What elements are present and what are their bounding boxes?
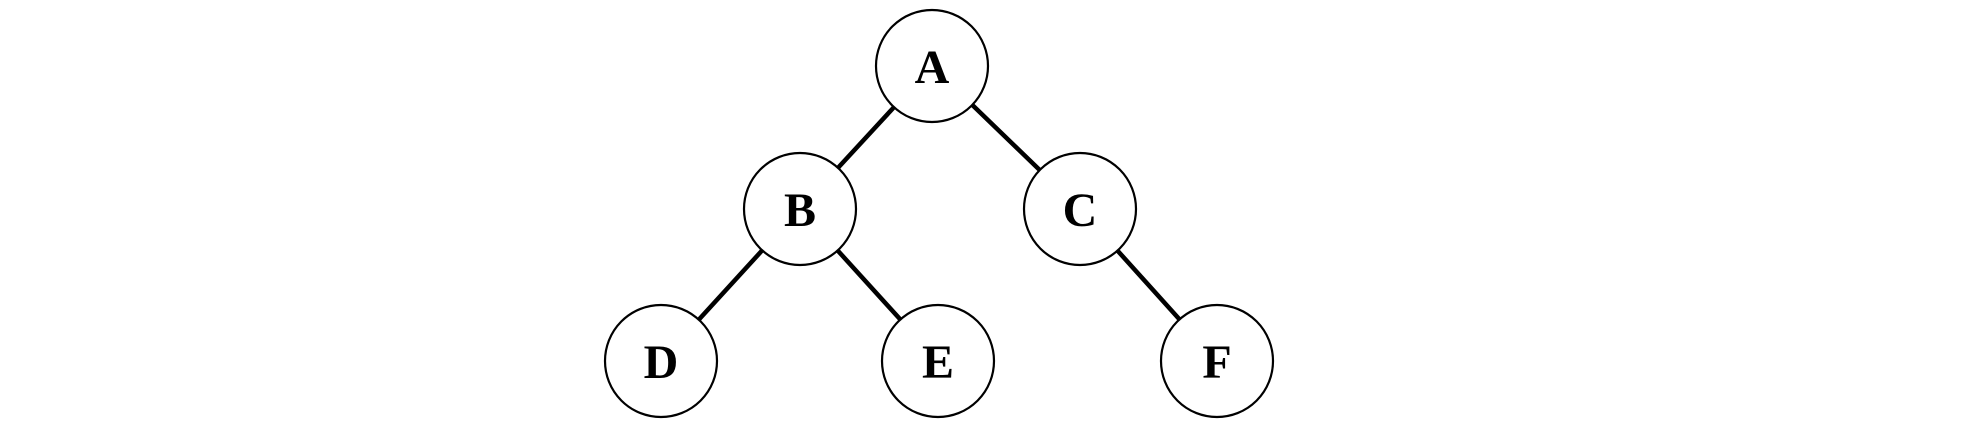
node-label-C: C bbox=[1063, 184, 1098, 237]
node-label-B: B bbox=[784, 184, 816, 237]
tree-node-E: E bbox=[880, 303, 996, 419]
node-label-D: D bbox=[644, 336, 679, 389]
tree-node-A: A bbox=[874, 8, 990, 124]
node-circle-D bbox=[603, 303, 719, 419]
tree-node-D: D bbox=[603, 303, 719, 419]
node-circle-A bbox=[874, 8, 990, 124]
tree-node-C: C bbox=[1022, 151, 1138, 267]
node-circle-B bbox=[742, 151, 858, 267]
node-label-A: A bbox=[915, 41, 950, 94]
tree-node-B: B bbox=[742, 151, 858, 267]
node-circle-F bbox=[1159, 303, 1275, 419]
node-circle-E bbox=[880, 303, 996, 419]
node-label-E: E bbox=[922, 336, 954, 389]
tree-node-F: F bbox=[1159, 303, 1275, 419]
node-circle-C bbox=[1022, 151, 1138, 267]
node-label-F: F bbox=[1202, 336, 1231, 389]
